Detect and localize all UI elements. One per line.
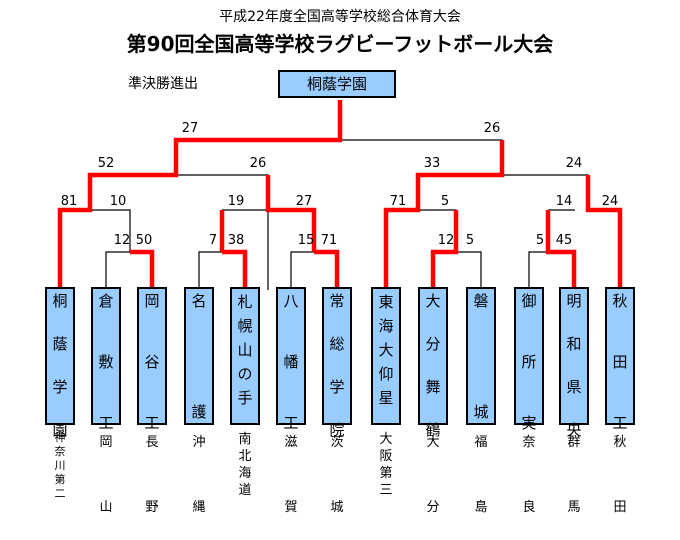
team-prefecture: 長野 (145, 435, 159, 515)
winner-line (57, 100, 343, 290)
score-label: 12 (113, 233, 131, 248)
team-prefecture: 沖縄 (192, 435, 206, 515)
team-name: 大分舞鶴 (425, 292, 441, 439)
team-box: 岡谷工 (137, 287, 167, 432)
team-prefecture: 岡山 (99, 435, 113, 515)
team-box: 八幡工 (276, 287, 306, 432)
team-name: 常総学院 (329, 292, 345, 439)
score-label: 19 (227, 194, 245, 209)
score-label: 33 (423, 156, 441, 171)
team-box: 倉敷工 (91, 287, 121, 432)
score-label: 45 (555, 233, 573, 248)
score-label: 38 (227, 233, 245, 248)
score-label: 12 (437, 233, 455, 248)
team-name: 八幡工 (283, 292, 299, 432)
team-name: 桐蔭学園 (52, 292, 68, 439)
bracket-line (90, 209, 131, 252)
team-prefecture: 滋賀 (284, 435, 298, 515)
team-prefecture: 大阪第三 (379, 432, 393, 498)
score-label: 52 (97, 156, 115, 171)
team-box: 明和県央 (559, 287, 589, 439)
team-name: 秋田工 (612, 292, 628, 432)
team-name: 御所実 (521, 292, 537, 432)
team-prefecture: 秋田 (613, 435, 627, 515)
winner-paths (57, 100, 623, 290)
score-label: 24 (565, 156, 583, 171)
bracket-line (528, 251, 548, 290)
bracket-line (290, 251, 314, 290)
team-box: 名護 (184, 287, 214, 425)
advance-caption: 準決勝進出 (128, 76, 198, 92)
score-label: 27 (181, 121, 199, 136)
team-name: 札幌山の手 (237, 293, 253, 407)
winner-line (545, 210, 577, 290)
winner-line (430, 210, 459, 290)
score-label: 5 (465, 233, 475, 248)
team-prefecture: 茨城 (330, 435, 344, 515)
block-winner-box: 桐蔭学園 (278, 70, 396, 98)
score-label: 5 (440, 194, 450, 209)
team-box: 磐城 (466, 287, 496, 425)
score-label: 71 (320, 233, 338, 248)
team-name: 倉敷工 (98, 292, 114, 432)
team-box: 大分舞鶴 (418, 287, 448, 439)
winner-line (585, 175, 623, 290)
score-label: 10 (109, 194, 127, 209)
bracket-line (105, 251, 130, 290)
score-label: 26 (249, 156, 267, 171)
score-label: 14 (555, 194, 573, 209)
winner-line (265, 175, 317, 252)
team-prefecture: 群馬 (567, 435, 581, 515)
bracket-line (456, 251, 482, 290)
score-label: 26 (483, 121, 501, 136)
team-name: 東海大仰星 (378, 293, 394, 407)
tournament-subtitle: 平成22年度全国高等学校総合体育大会 (219, 9, 461, 25)
score-label: 50 (135, 233, 153, 248)
team-box: 秋田工 (605, 287, 635, 432)
tournament-title: 第90回全国高等学校ラグビーフットボール大会 (126, 32, 554, 56)
score-label: 27 (295, 194, 313, 209)
score-label: 71 (389, 194, 407, 209)
bracket-line (198, 251, 222, 290)
team-name: 名護 (191, 292, 207, 421)
team-box: 東海大仰星 (371, 287, 401, 425)
team-box: 桐蔭学園 (45, 287, 75, 439)
team-box: 御所実 (514, 287, 544, 432)
team-name: 明和県央 (566, 292, 582, 439)
team-prefecture: 神奈川第二 (54, 431, 66, 500)
team-prefecture: 福島 (474, 435, 488, 515)
bracket-line (176, 174, 269, 210)
winner-line (314, 249, 340, 290)
score-label: 7 (208, 233, 218, 248)
score-label: 15 (297, 233, 315, 248)
winner-line (222, 249, 248, 290)
team-prefecture: 大分 (426, 435, 440, 515)
team-box: 常総学院 (322, 287, 352, 439)
team-name: 磐城 (473, 292, 489, 421)
team-prefecture: 南北海道 (238, 432, 252, 498)
score-label: 24 (601, 194, 619, 209)
winner-line (130, 249, 155, 290)
team-prefecture: 奈良 (522, 435, 536, 515)
team-name: 岡谷工 (144, 292, 160, 432)
winner-line (383, 140, 505, 290)
team-box: 札幌山の手 (230, 287, 260, 425)
score-label: 81 (60, 194, 78, 209)
score-label: 5 (535, 233, 545, 248)
